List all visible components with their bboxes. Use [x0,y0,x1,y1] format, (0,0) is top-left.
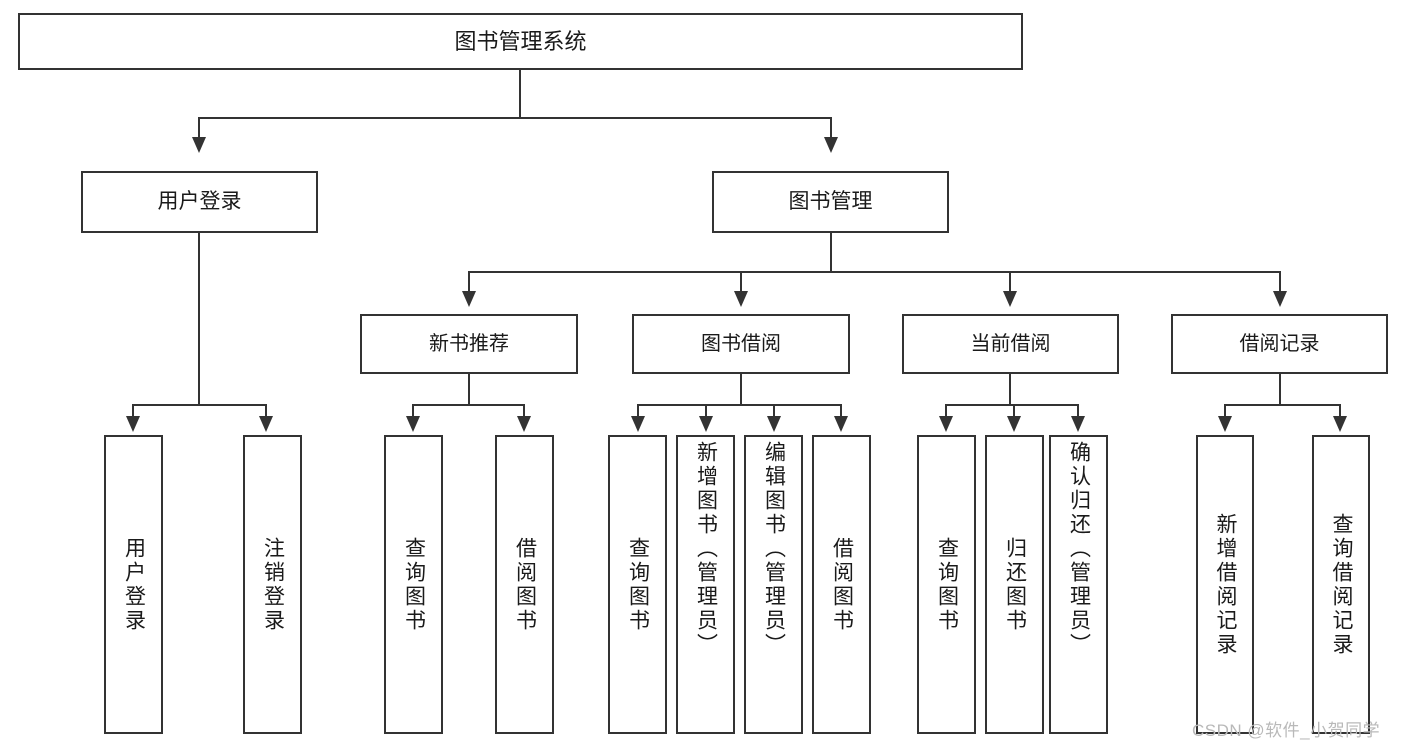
arrowhead-user-login-leaf-2 [259,416,273,432]
leaf-label: 用户登录 [122,536,146,633]
node-new-book-recommend[interactable]: 新书推荐 [360,314,578,374]
connector-root-to-lvl2-right [830,117,832,139]
leaf-label: 查询借阅记录 [1330,512,1354,657]
connector-new-book-drop-2 [523,404,525,418]
node-current-borrow-label: 当前借阅 [970,332,1051,355]
connector-borrow-record-drop-2 [1339,404,1341,418]
connector-current-borrow-drop-3 [1077,404,1079,418]
node-book-management[interactable]: 图书管理 [712,171,949,233]
connector-user-login-drop-2 [265,404,267,418]
node-current-borrow[interactable]: 当前借阅 [902,314,1119,374]
node-borrow-record-label: 借阅记录 [1239,332,1320,355]
connector-book-borrow-drop-1 [637,404,639,418]
leaf-user-login-logout[interactable]: 注销登录 [243,435,302,734]
leaf-book-borrow-edit-book-admin[interactable]: 编辑图书（管理员） [744,435,803,734]
arrowhead-book-borrow-leaf-2 [699,416,713,432]
arrowhead-to-book-borrow [734,291,748,307]
connector-root-bus [198,117,832,119]
leaf-label: 查询图书 [402,536,426,633]
connector-book-borrow-bus [637,404,842,406]
arrowhead-current-borrow-leaf-2 [1007,416,1021,432]
watermark-credit: CSDN @软件_小贺同学 [1192,721,1381,740]
connector-book-borrow-drop-4 [840,404,842,418]
node-borrow-record[interactable]: 借阅记录 [1171,314,1388,374]
arrowhead-book-borrow-leaf-1 [631,416,645,432]
connector-borrow-record-bus [1224,404,1341,406]
leaf-label: 编辑图书（管理员） [762,441,786,657]
arrowhead-book-borrow-leaf-4 [834,416,848,432]
leaf-current-borrow-query-books[interactable]: 查询图书 [917,435,976,734]
arrowhead-to-new-book-recommend [462,291,476,307]
leaf-label: 查询图书 [935,536,959,633]
leaf-current-borrow-confirm-return-admin[interactable]: 确认归还（管理员） [1049,435,1108,734]
connector-current-borrow-stem [1009,374,1011,406]
connector-lvl3-drop-2 [740,271,742,293]
connector-user-login-drop-1 [132,404,134,418]
arrowhead-to-current-borrow [1003,291,1017,307]
arrowhead-to-user-login [192,137,206,153]
node-root-library-system[interactable]: 图书管理系统 [18,13,1023,70]
connector-borrow-record-stem [1279,374,1281,406]
arrowhead-user-login-leaf-1 [126,416,140,432]
arrowhead-new-book-leaf-2 [517,416,531,432]
arrowhead-borrow-record-leaf-2 [1333,416,1347,432]
node-book-management-label: 图书管理 [788,189,873,213]
connector-book-borrow-drop-3 [773,404,775,418]
connector-user-login-bus [132,404,267,406]
node-user-login[interactable]: 用户登录 [81,171,318,233]
connector-lvl3-drop-4 [1279,271,1281,293]
node-user-login-label: 用户登录 [157,189,242,213]
connector-book-borrow-stem [740,374,742,406]
leaf-book-borrow-borrow-books[interactable]: 借阅图书 [812,435,871,734]
connector-book-borrow-drop-2 [705,404,707,418]
leaf-label: 归还图书 [1003,536,1027,633]
connector-current-borrow-bus [945,404,1079,406]
connector-new-book-bus [412,404,525,406]
arrowhead-to-book-management [824,137,838,153]
arrowhead-new-book-leaf-1 [406,416,420,432]
node-new-book-recommend-label: 新书推荐 [429,332,509,355]
leaf-new-book-borrow-books[interactable]: 借阅图书 [495,435,554,734]
connector-lvl3-drop-3 [1009,271,1011,293]
leaf-book-borrow-query-books[interactable]: 查询图书 [608,435,667,734]
connector-new-book-drop-1 [412,404,414,418]
node-book-borrow[interactable]: 图书借阅 [632,314,850,374]
node-book-borrow-label: 图书借阅 [701,332,781,355]
connector-lvl3-bus [468,271,1280,273]
arrowhead-current-borrow-leaf-1 [939,416,953,432]
leaf-new-book-query-books[interactable]: 查询图书 [384,435,443,734]
leaf-label: 注销登录 [261,536,285,633]
arrowhead-book-borrow-leaf-3 [767,416,781,432]
leaf-user-login-login[interactable]: 用户登录 [104,435,163,734]
leaf-borrow-record-add-record[interactable]: 新增借阅记录 [1196,435,1254,734]
arrowhead-borrow-record-leaf-1 [1218,416,1232,432]
arrowhead-to-borrow-record [1273,291,1287,307]
connector-book-management-stem [830,233,832,273]
leaf-label: 新增图书（管理员） [694,441,718,657]
leaf-label: 借阅图书 [830,536,854,633]
leaf-label: 查询图书 [626,536,650,633]
connector-current-borrow-drop-2 [1013,404,1015,418]
leaf-label: 借阅图书 [513,536,537,633]
leaf-current-borrow-return-books[interactable]: 归还图书 [985,435,1044,734]
connector-root-stem [519,70,521,118]
connector-root-to-lvl2-left [198,117,200,139]
arrowhead-current-borrow-leaf-3 [1071,416,1085,432]
connector-new-book-stem [468,374,470,406]
leaf-book-borrow-add-book-admin[interactable]: 新增图书（管理员） [676,435,735,734]
connector-lvl3-drop-1 [468,271,470,293]
leaf-label: 新增借阅记录 [1214,512,1238,657]
leaf-borrow-record-query-record[interactable]: 查询借阅记录 [1312,435,1370,734]
leaf-label: 确认归还（管理员） [1067,441,1091,657]
connector-user-login-stem [198,233,200,406]
connector-current-borrow-drop-1 [945,404,947,418]
connector-borrow-record-drop-1 [1224,404,1226,418]
node-root-label: 图书管理系统 [454,28,587,54]
